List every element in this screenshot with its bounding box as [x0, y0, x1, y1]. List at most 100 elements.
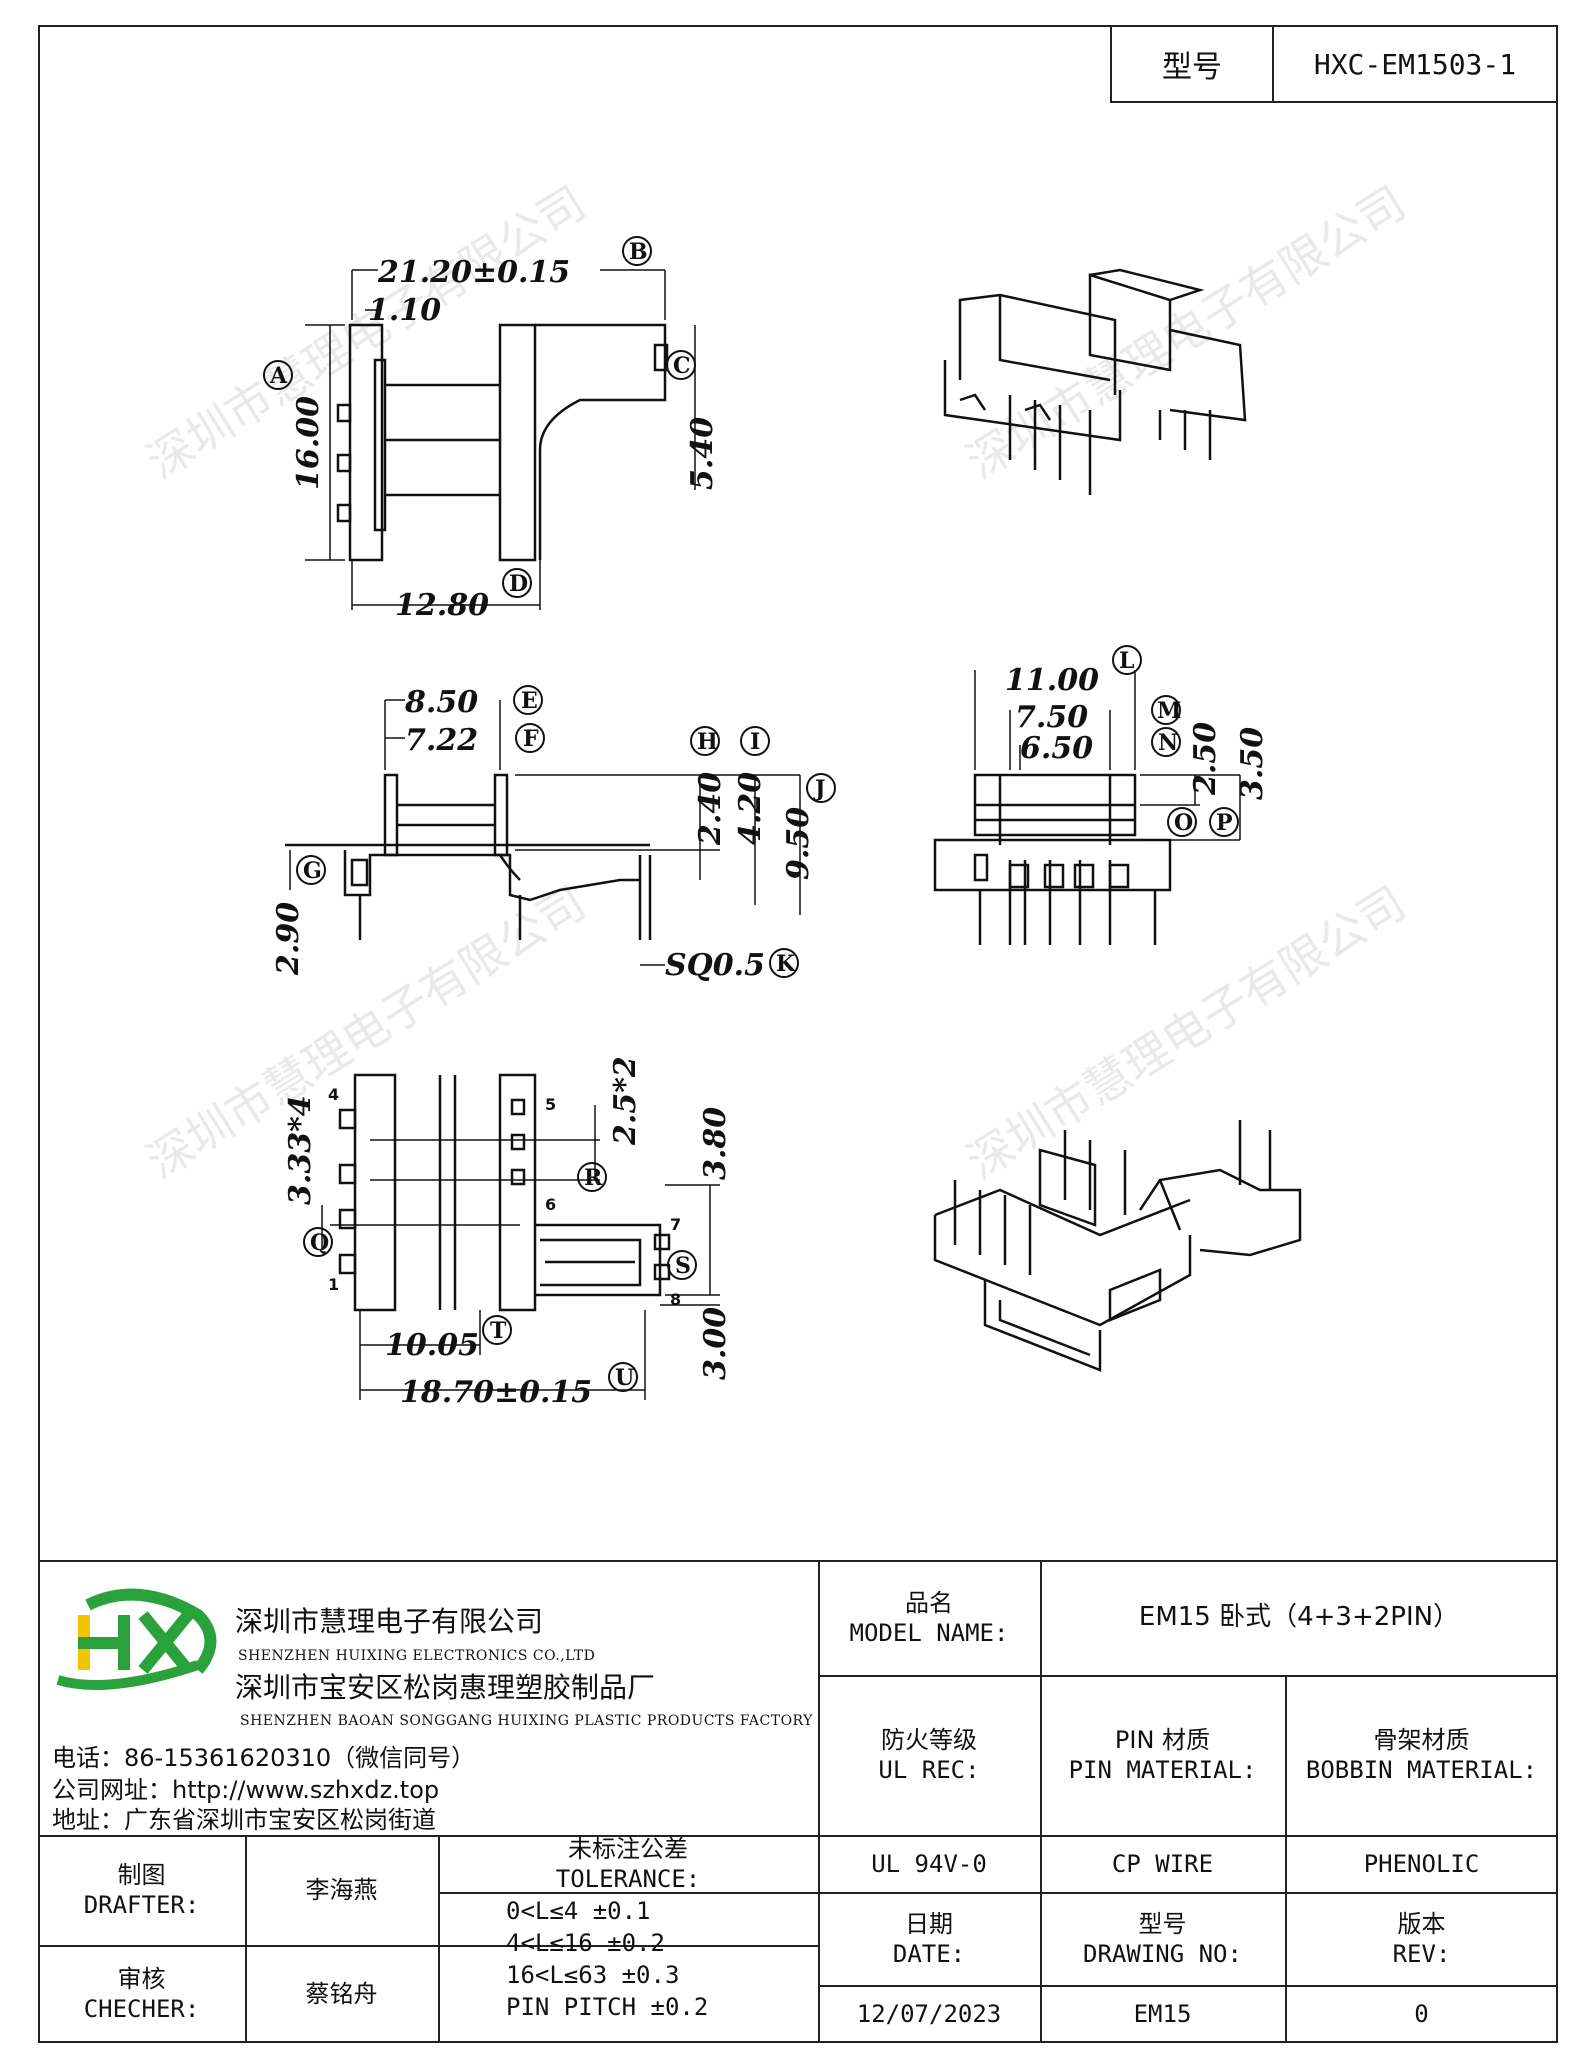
label-bubbles-view1 [263, 236, 696, 598]
label-Q: Q [310, 1230, 329, 1256]
label-O: O [1174, 810, 1193, 836]
label-J: J [813, 776, 825, 802]
dim-16-00: 16.00 [291, 396, 326, 490]
company-logo [56, 1588, 217, 1690]
checker-name: 蔡铭舟 [305, 1980, 378, 2008]
label-D: D [509, 571, 528, 597]
label-K: K [776, 951, 796, 977]
contact-phone: 电话：86-15361620310（微信同号） [52, 1744, 476, 1772]
drawing-frame [38, 25, 1558, 2043]
dim-sq0-5: SQ0.5 [665, 948, 765, 983]
tolerance-row-2: 4<L≤16 ±0.2 [506, 1929, 665, 1957]
label-S: S [675, 1253, 691, 1279]
bobbin-material-value: PHENOLIC [1363, 1849, 1480, 1878]
bobbin-material-en: BOBBIN MATERIAL: [1305, 1756, 1538, 1784]
top-flange-inner [373, 358, 387, 532]
label-bubbles-view3 [296, 685, 836, 978]
dim-3-33: 3.33*4 [283, 1095, 318, 1205]
drafter-header: 制图 DRAFTER: [38, 1835, 245, 1945]
date-value: 12/07/2023 [856, 2000, 1002, 2028]
label-bubbles-view4 [1112, 645, 1239, 837]
pin-4: 4 [328, 1085, 339, 1104]
checker-en: CHECHER: [83, 1995, 200, 2023]
company-name-en: SHENZHEN HUIXING ELECTRONICS CO.,LTD [238, 1648, 596, 1664]
top-notch [653, 343, 669, 372]
dim-1-10: 1.10 [368, 293, 441, 328]
ul-cn: 防火等级 [881, 1726, 977, 1754]
dim-8-50: 8.50 [404, 685, 478, 720]
pin-material-cn: PIN 材质 [1114, 1726, 1211, 1754]
dim-7-22: 7.22 [405, 723, 478, 758]
dim-3-80: 3.80 [698, 1107, 733, 1180]
dim-3-00: 3.00 [698, 1307, 733, 1380]
label-U: U [615, 1365, 634, 1391]
label-H: H [697, 729, 718, 755]
date-header: 日期 DATE: [818, 1892, 1040, 1985]
date-en: DATE: [892, 1939, 966, 1968]
tolerance-row-4: PIN PITCH ±0.2 [506, 1993, 709, 2021]
view-front [933, 670, 1241, 945]
watermark-group: 深圳市慧理电子有限公司 深圳市慧理电子有限公司 深圳市慧理电子有限公司 深圳市慧… [137, 175, 1415, 1189]
model-name-value: EM15 卧式（4+3+2PIN） [1138, 1602, 1460, 1633]
pin-material-value: CP WIRE [1111, 1849, 1214, 1878]
label-C: C [673, 353, 691, 379]
ul-header: 防火等级 UL REC: [818, 1675, 1040, 1835]
ul-value: UL 94V-0 [871, 1849, 987, 1878]
dim-11-00: 11.00 [1005, 663, 1099, 698]
dim-6-50: 6.50 [1020, 731, 1093, 766]
dim-7-50: 7.50 [1015, 700, 1088, 735]
dim-5-40: 5.40 [685, 417, 720, 490]
label-A: A [269, 363, 288, 389]
label-P: P [1216, 810, 1233, 836]
watermark-3: 深圳市慧理电子有限公司 [137, 875, 595, 1189]
dim-12-80: 12.80 [395, 588, 489, 623]
label-M: M [1157, 698, 1181, 724]
drafter-cn: 制图 [117, 1861, 166, 1889]
label-F: F [523, 726, 539, 752]
technical-drawing: 深圳市慧理电子有限公司 深圳市慧理电子有限公司 深圳市慧理电子有限公司 深圳市慧… [137, 175, 1415, 1410]
dim-21-20: 21.20±0.15 [377, 255, 570, 290]
label-N: N [1158, 730, 1178, 756]
rev-cn: 版本 [1397, 1909, 1446, 1938]
label-R: R [584, 1165, 603, 1191]
pin-material-header: PIN 材质 PIN MATERIAL: [1040, 1675, 1285, 1835]
drawing-no-header: 型号 DRAWING NO: [1040, 1892, 1285, 1985]
pin-7: 7 [670, 1215, 681, 1234]
pin-8: 8 [670, 1290, 681, 1309]
rev-value: 0 [1414, 2000, 1429, 2028]
contact-address: 地址：广东省深圳市宝安区松岗街道 [52, 1806, 436, 1834]
label-I: I [750, 729, 760, 755]
pin-material-en: PIN MATERIAL: [1068, 1756, 1257, 1784]
dim-10-05: 10.05 [385, 1328, 479, 1363]
drawing-no-cn: 型号 [1138, 1909, 1187, 1938]
tolerance-row-1: 0<L≤4 ±0.1 [506, 1897, 651, 1925]
label-T: T [490, 1318, 507, 1344]
drawing-no-value: EM15 [1133, 2000, 1192, 2028]
view-side [285, 699, 801, 966]
rev-header: 版本 REV: [1285, 1892, 1558, 1985]
label-B: B [629, 239, 648, 265]
drawing-no-en: DRAWING NO: [1083, 1939, 1242, 1968]
dim-9-50: 9.50 [781, 807, 816, 880]
dim-3-50: 3.50 [1235, 727, 1270, 800]
bobbin-material-cn: 骨架材质 [1373, 1726, 1470, 1754]
tolerance-row-3: 16<L≤63 ±0.3 [506, 1961, 680, 1989]
label-bubbles-view5 [303, 1162, 697, 1392]
label-G: G [303, 858, 322, 884]
model-value: HXC-EM1503-1 [1313, 47, 1517, 81]
view-bottom [321, 1073, 720, 1400]
watermark-1: 深圳市慧理电子有限公司 [137, 175, 595, 489]
checker-cn: 审核 [117, 1965, 166, 1993]
dim-2-50: 2.50 [1188, 722, 1223, 796]
contact-website: 公司网址：http://www.szhxdz.top [52, 1776, 440, 1804]
top-flange-right [498, 323, 537, 562]
ul-en: UL REC: [878, 1756, 980, 1784]
top-flange-left [348, 323, 384, 562]
dim-2-90: 2.90 [271, 902, 306, 976]
model-label: 型号 [1112, 27, 1274, 101]
view-iso-bottom [933, 1120, 1302, 1372]
view-top [305, 269, 696, 610]
factory-name-en: SHENZHEN BAOAN SONGGANG HUIXING PLASTIC … [240, 1713, 813, 1729]
dim-2-40: 2.40 [693, 772, 728, 846]
tolerance-cn: 未标注公差 [568, 1834, 688, 1863]
